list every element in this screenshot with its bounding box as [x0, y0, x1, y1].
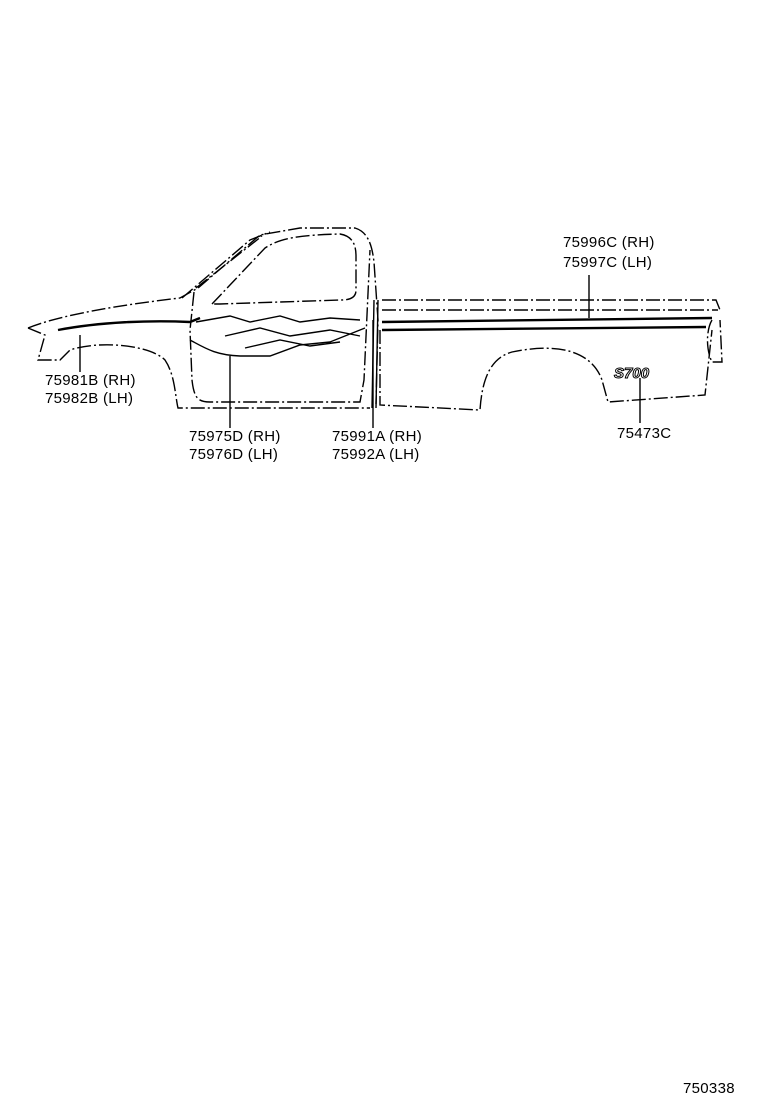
bed-top-outline [382, 299, 721, 311]
window-outline [210, 233, 357, 305]
door-flame-graphic [189, 315, 366, 357]
callout-75975d: 75975D (RH) [189, 428, 281, 445]
callout-75976d: 75976D (LH) [189, 446, 279, 463]
tailgate-outline [706, 319, 723, 363]
front-bumper-outline [27, 327, 370, 409]
diagram-id: 750338 [683, 1080, 735, 1097]
callout-75473c: 75473C [617, 425, 672, 442]
callout-75991a: 75991A (RH) [332, 428, 423, 445]
callout-75982b: 75982B (LH) [45, 390, 134, 407]
windshield-outline [181, 231, 271, 299]
s700-emblem: S700 [614, 365, 650, 382]
callout-75981b: 75981B (RH) [45, 372, 136, 389]
fender-stripe [57, 316, 201, 332]
callout-75996c: 75996C (RH) [563, 234, 655, 251]
callout-75997c: 75997C (LH) [563, 254, 653, 271]
bed-stripe [381, 316, 713, 332]
callout-75992a: 75992A (LH) [332, 446, 420, 463]
bed-lower-outline [379, 329, 713, 411]
door-outline [189, 249, 371, 403]
front-fender-outline [27, 227, 379, 405]
